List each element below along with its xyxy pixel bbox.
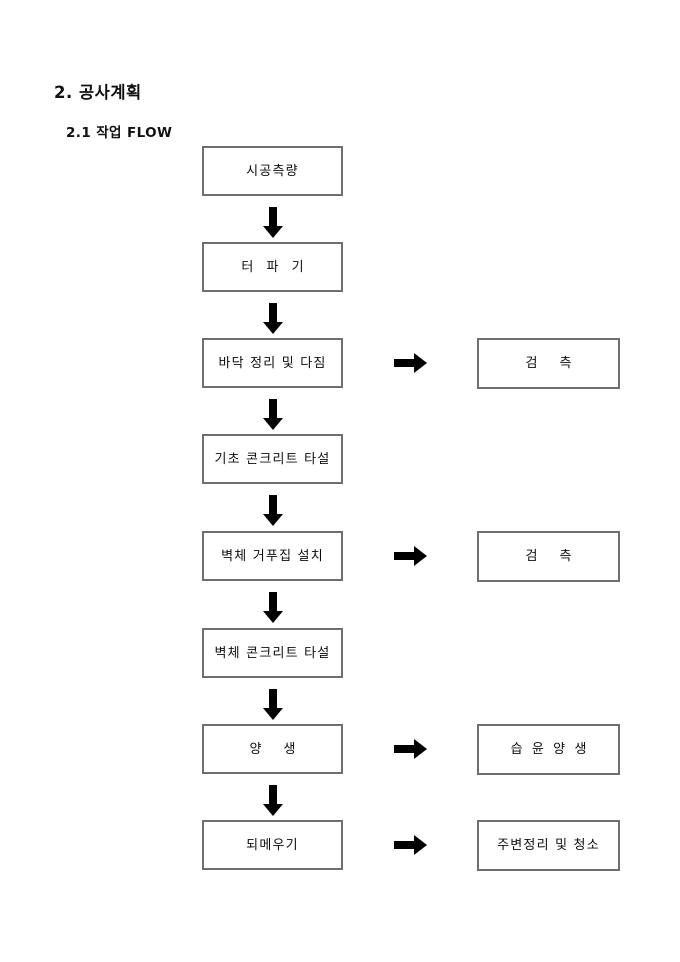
flow-node-label: 벽체 거푸집 설치 bbox=[221, 548, 324, 564]
flow-node-step-5: 벽체 거푸집 설치 bbox=[202, 531, 343, 581]
arrow-right-icon bbox=[394, 545, 428, 567]
flow-node-step-7: 양 생 bbox=[202, 724, 343, 774]
flow-node-label: 기초 콘크리트 타설 bbox=[214, 451, 331, 467]
flow-node-step-8: 되메우기 bbox=[202, 820, 343, 870]
flow-node-step-3: 바닥 정리 및 다짐 bbox=[202, 338, 343, 388]
flow-node-side-4: 주변정리 및 청소 bbox=[477, 820, 620, 871]
arrow-down-icon bbox=[262, 785, 284, 817]
flow-node-label: 검 측 bbox=[525, 356, 581, 371]
section-subtitle: 2.1 작업 FLOW bbox=[66, 125, 173, 141]
flow-node-label: 터 파 기 bbox=[241, 259, 309, 275]
arrow-down-icon bbox=[262, 399, 284, 431]
flow-node-step-2: 터 파 기 bbox=[202, 242, 343, 292]
arrow-right-icon bbox=[394, 738, 428, 760]
arrow-down-icon bbox=[262, 689, 284, 721]
flow-node-side-2: 검 측 bbox=[477, 531, 620, 582]
flow-node-label: 양 생 bbox=[249, 741, 305, 757]
flow-node-step-1: 시공측량 bbox=[202, 146, 343, 196]
arrow-right-icon bbox=[394, 834, 428, 856]
flow-node-label: 검 측 bbox=[525, 549, 581, 564]
flow-node-step-4: 기초 콘크리트 타설 bbox=[202, 434, 343, 484]
flow-node-label: 벽체 콘크리트 타설 bbox=[214, 645, 331, 661]
flow-node-label: 시공측량 bbox=[246, 163, 299, 179]
flow-node-label: 주변정리 및 청소 bbox=[497, 838, 600, 853]
arrow-down-icon bbox=[262, 592, 284, 624]
arrow-right-icon bbox=[394, 352, 428, 374]
arrow-down-icon bbox=[262, 207, 284, 239]
page-title: 2. 공사계획 bbox=[54, 83, 142, 102]
flow-node-label: 습 윤 양 생 bbox=[510, 742, 590, 757]
flow-node-label: 바닥 정리 및 다짐 bbox=[218, 355, 327, 371]
flow-node-side-3: 습 윤 양 생 bbox=[477, 724, 620, 775]
arrow-down-icon bbox=[262, 303, 284, 335]
arrow-down-icon bbox=[262, 495, 284, 527]
flow-node-side-1: 검 측 bbox=[477, 338, 620, 389]
flow-node-label: 되메우기 bbox=[246, 837, 299, 853]
flow-node-step-6: 벽체 콘크리트 타설 bbox=[202, 628, 343, 678]
